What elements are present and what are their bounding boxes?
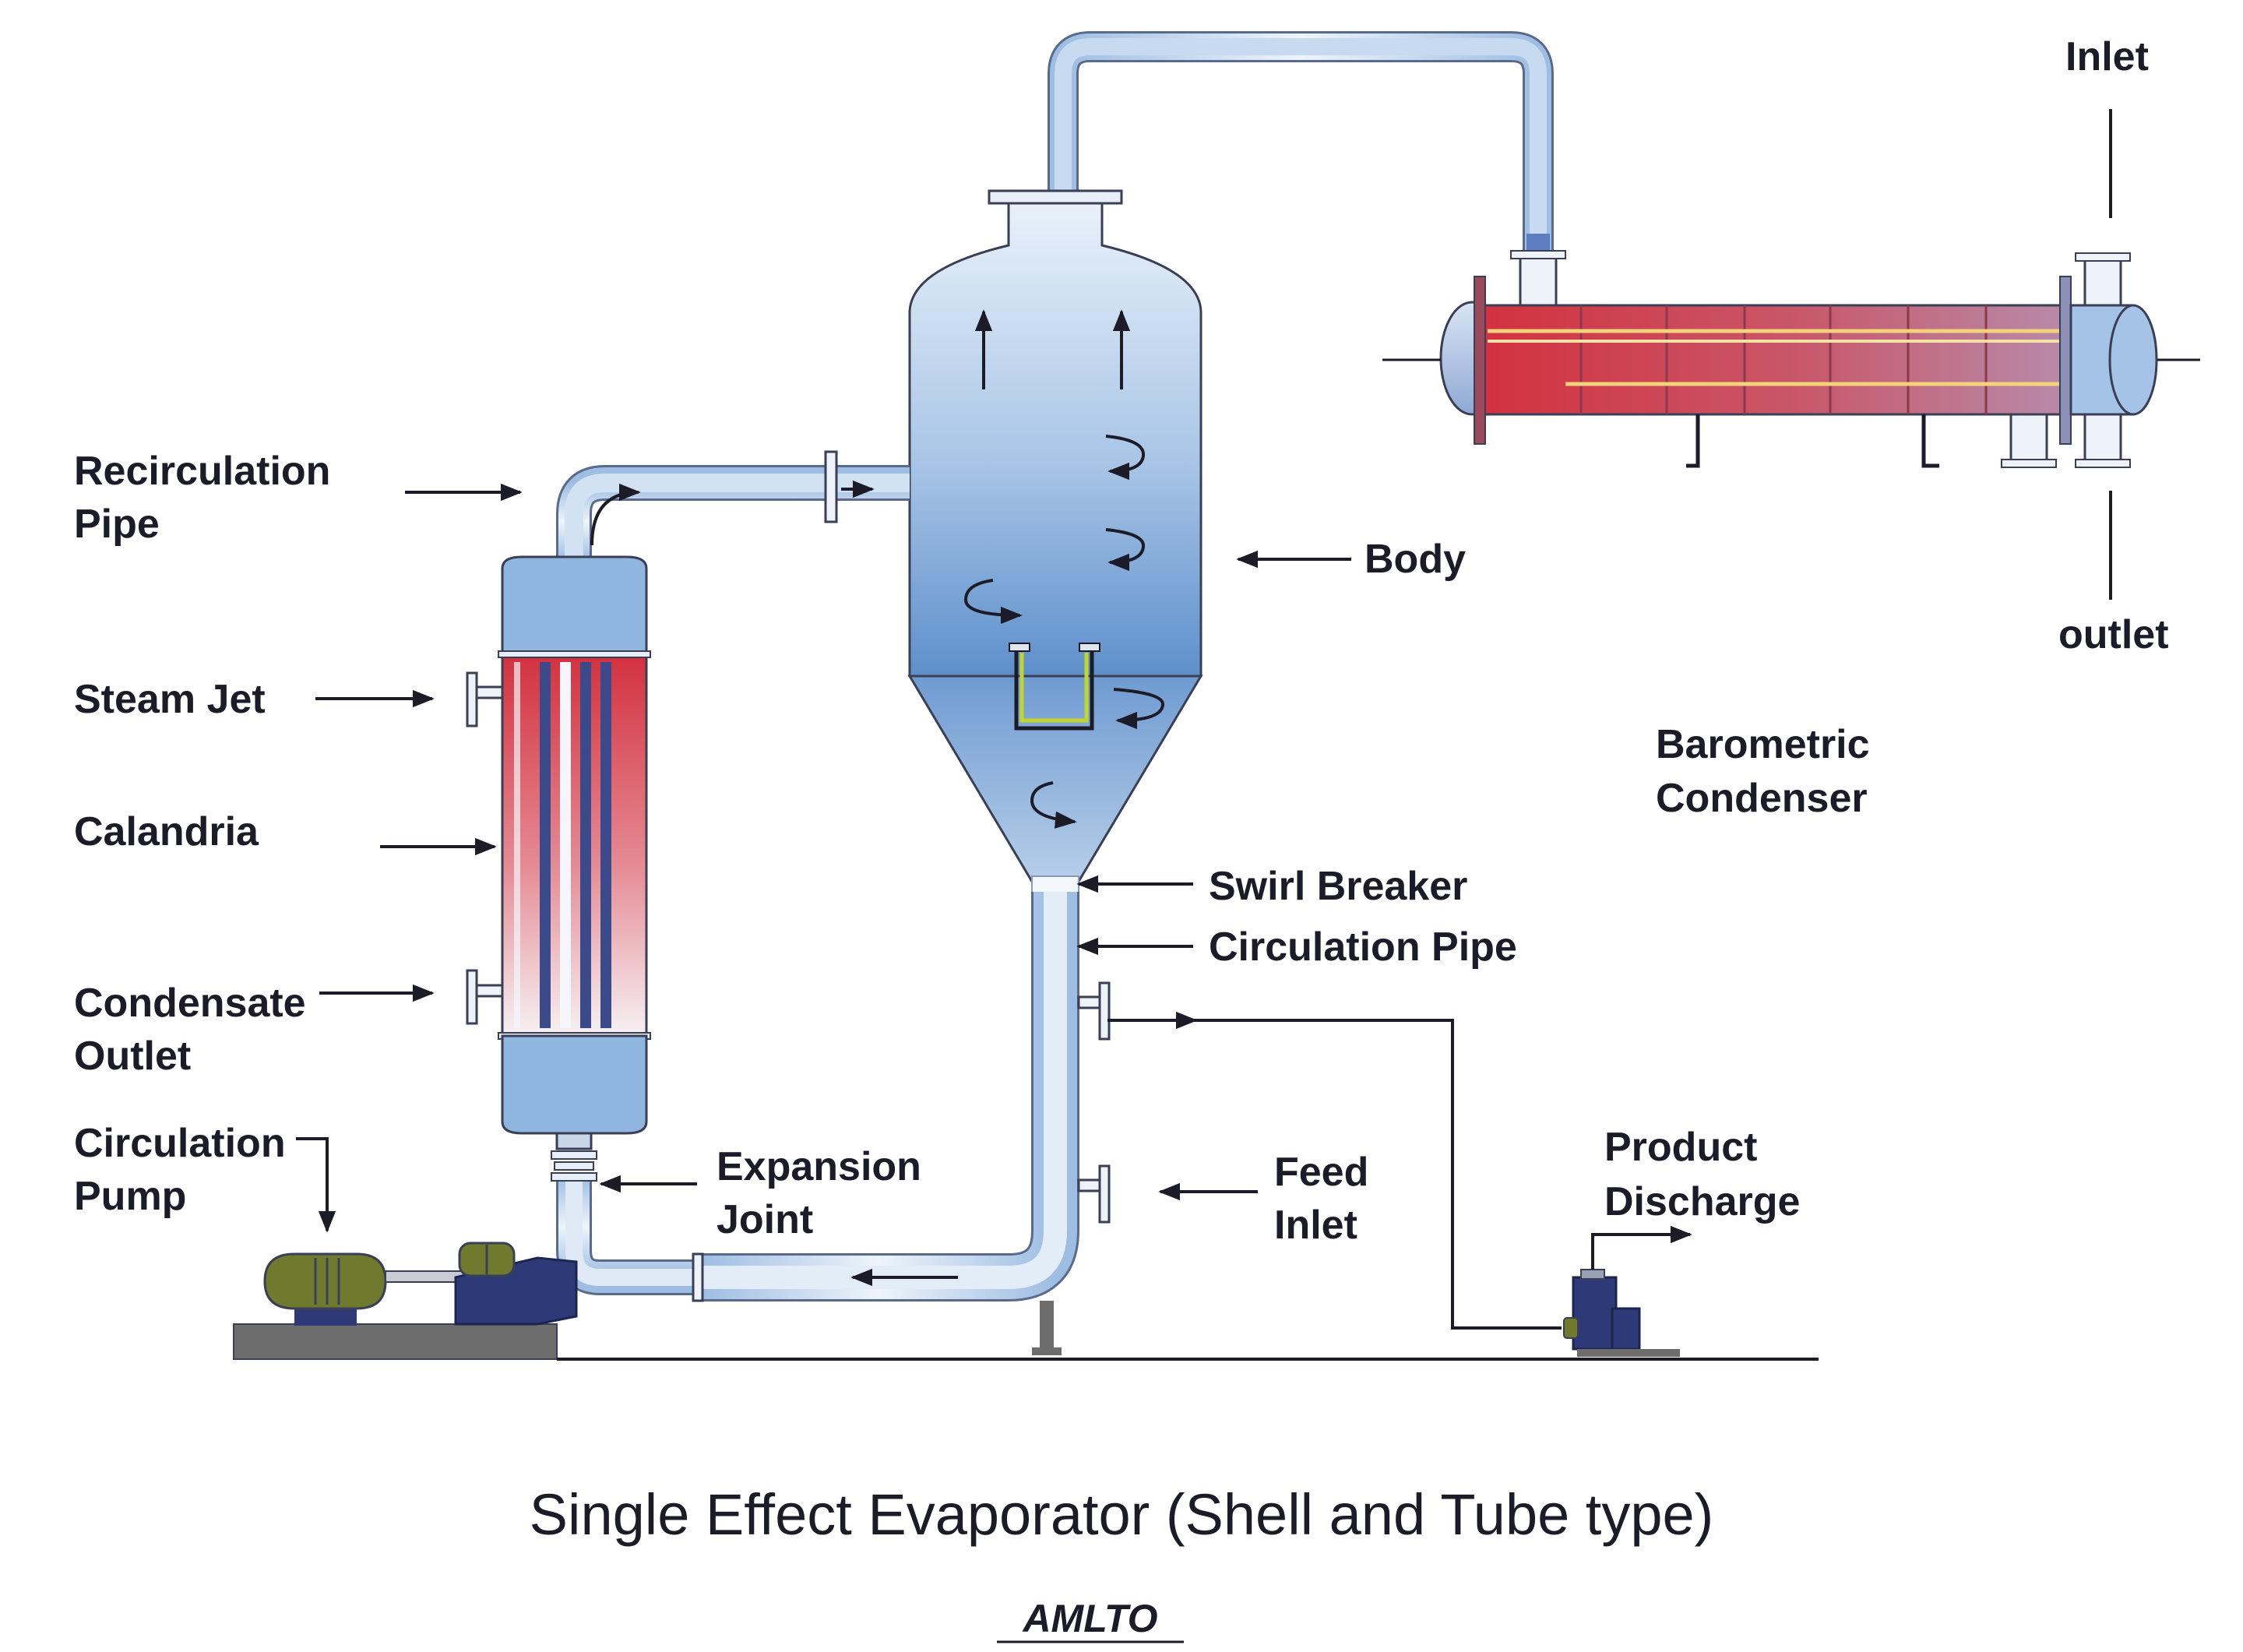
label-steam-jet: Steam Jet	[74, 677, 266, 722]
label-circulation-pump-1: Circulation	[74, 1121, 286, 1166]
label-product-discharge-2: Discharge	[1604, 1179, 1800, 1224]
calandria	[466, 555, 651, 1182]
label-body: Body	[1364, 537, 1466, 582]
label-condensate-outlet-2: Outlet	[74, 1034, 191, 1079]
label-outlet: outlet	[2058, 612, 2169, 657]
label-calandria: Calandria	[74, 809, 259, 854]
vapour-line	[1048, 31, 1554, 257]
label-recirculation-pipe-2: Pipe	[74, 502, 160, 547]
diagram-title: Single Effect Evaporator (Shell and Tube…	[530, 1482, 1714, 1547]
label-feed-inlet-2: Inlet	[1274, 1203, 1357, 1248]
label-expansion-joint-2: Joint	[717, 1197, 813, 1242]
circulation-pump	[233, 1242, 578, 1360]
label-circulation-pipe: Circulation Pipe	[1209, 925, 1517, 970]
label-product-discharge-1: Product	[1604, 1125, 1757, 1170]
label-barometric-condenser-1: Barometric	[1656, 722, 1870, 767]
label-recirculation-pipe-1: Recirculation	[74, 449, 330, 494]
label-expansion-joint-1: Expansion	[717, 1144, 921, 1189]
brand-mark: AMLTO	[1021, 1597, 1157, 1640]
leader-lines	[296, 109, 2112, 1233]
label-condensate-outlet-1: Condensate	[74, 981, 306, 1026]
evaporator-body	[907, 189, 1203, 894]
product-pump	[1107, 1011, 1692, 1357]
recirculation-pipe	[556, 450, 910, 561]
circulation-pipe	[556, 892, 1111, 1355]
barometric-condenser	[1382, 250, 2200, 468]
label-inlet: Inlet	[2065, 34, 2149, 79]
label-feed-inlet-1: Feed	[1274, 1150, 1368, 1195]
label-barometric-condenser-2: Condenser	[1656, 776, 1868, 821]
label-circulation-pump-2: Pump	[74, 1174, 186, 1219]
label-swirl-breaker: Swirl Breaker	[1209, 864, 1467, 909]
